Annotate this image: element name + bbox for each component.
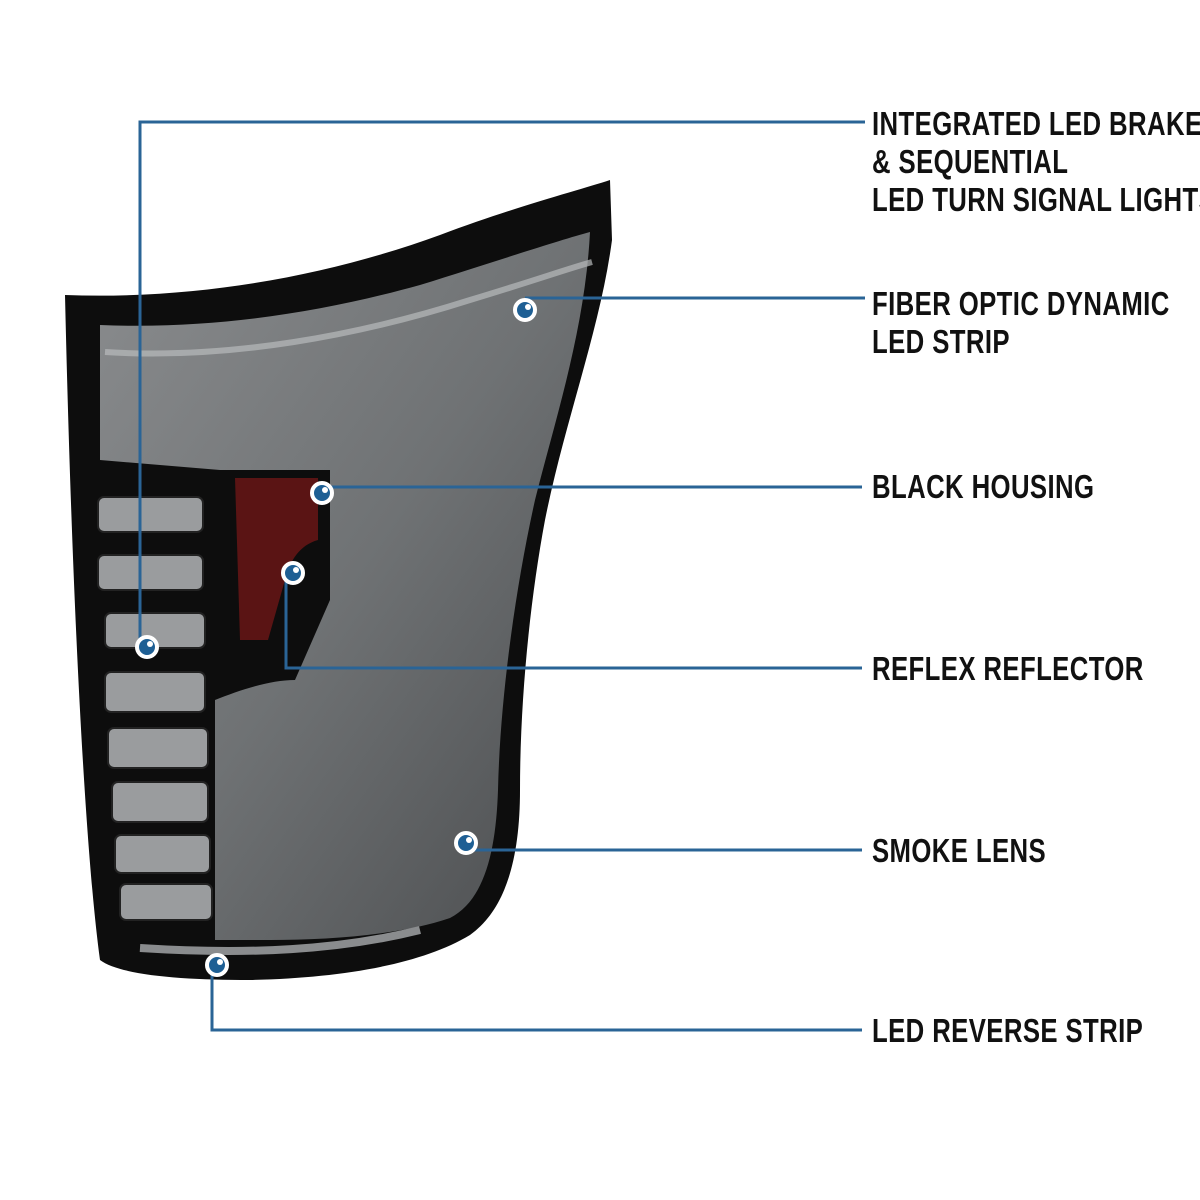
- reflex-reflector: [235, 478, 318, 640]
- smoke-lens: [100, 232, 590, 940]
- label-led-brake-turn: INTEGRATED LED BRAKE & SEQUENTIAL LED TU…: [872, 105, 1200, 219]
- label-line: LED REVERSE STRIP: [872, 1012, 1144, 1049]
- label-line: LED TURN SIGNAL LIGHTS: [872, 181, 1200, 218]
- led-brake-segments: [97, 496, 213, 921]
- label-line: REFLEX REFLECTOR: [872, 650, 1144, 687]
- label-led-reverse: LED REVERSE STRIP: [872, 1012, 1143, 1050]
- label-line: LED STRIP: [872, 323, 1010, 360]
- dot-highlights: [147, 304, 531, 965]
- label-reflex-reflector: REFLEX REFLECTOR: [872, 650, 1144, 688]
- fiber-optic-strip: [104, 259, 593, 357]
- label-fiber-optic: FIBER OPTIC DYNAMIC LED STRIP: [872, 285, 1170, 361]
- label-line: SMOKE LENS: [872, 832, 1047, 869]
- label-line: BLACK HOUSING: [872, 468, 1095, 505]
- label-smoke-lens: SMOKE LENS: [872, 832, 1046, 870]
- label-line: & SEQUENTIAL: [872, 143, 1069, 180]
- label-line: FIBER OPTIC DYNAMIC: [872, 285, 1170, 322]
- led-reverse-strip: [139, 926, 421, 955]
- label-line: INTEGRATED LED BRAKE: [872, 105, 1200, 142]
- label-black-housing: BLACK HOUSING: [872, 468, 1094, 506]
